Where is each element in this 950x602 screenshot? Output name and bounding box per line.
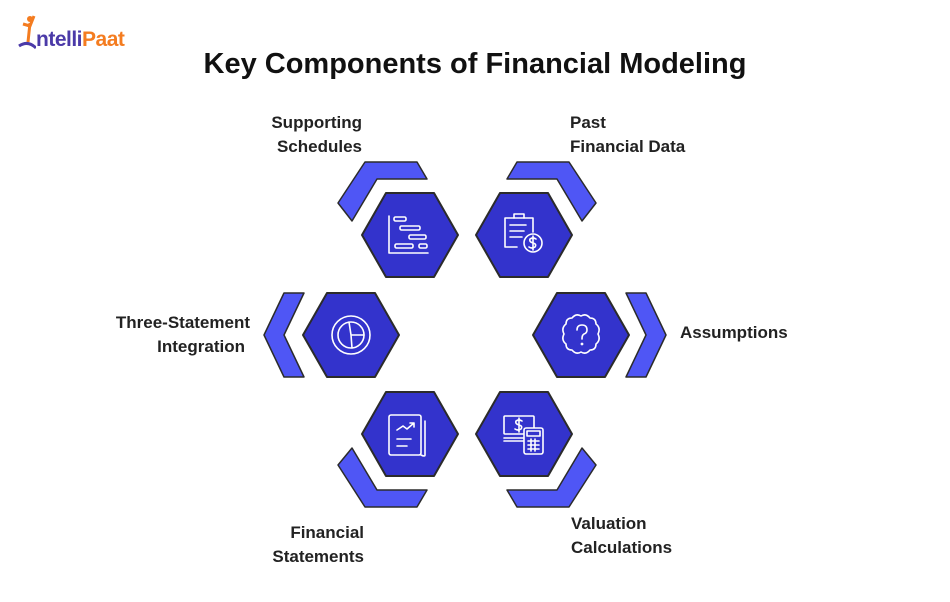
logo-text: ntelliPaat bbox=[36, 28, 125, 51]
hex-financial-statements bbox=[361, 391, 459, 477]
question-badge-icon bbox=[562, 314, 600, 354]
chevron-three-statement bbox=[263, 292, 305, 378]
chevron-assumptions bbox=[625, 292, 667, 378]
page-title: Key Components of Financial Modeling bbox=[203, 48, 747, 80]
chevron-financial-statements bbox=[337, 447, 428, 508]
clipboard-dollar-icon bbox=[504, 213, 543, 253]
logo-figure-icon bbox=[18, 15, 36, 50]
gantt-chart-icon bbox=[388, 215, 429, 254]
pie-chart-icon bbox=[331, 315, 371, 355]
money-calculator-icon bbox=[503, 415, 544, 455]
report-chart-icon bbox=[388, 414, 426, 457]
hex-past-financial-data bbox=[475, 192, 573, 278]
chevron-past-financial-data bbox=[506, 161, 597, 222]
chevron-supporting-schedules bbox=[337, 161, 428, 222]
hex-assumptions bbox=[532, 292, 630, 378]
chevron-valuation bbox=[506, 447, 597, 508]
label-assumptions: Assumptions bbox=[680, 323, 788, 342]
intellipaat-logo: ntelliPaat bbox=[18, 12, 125, 52]
